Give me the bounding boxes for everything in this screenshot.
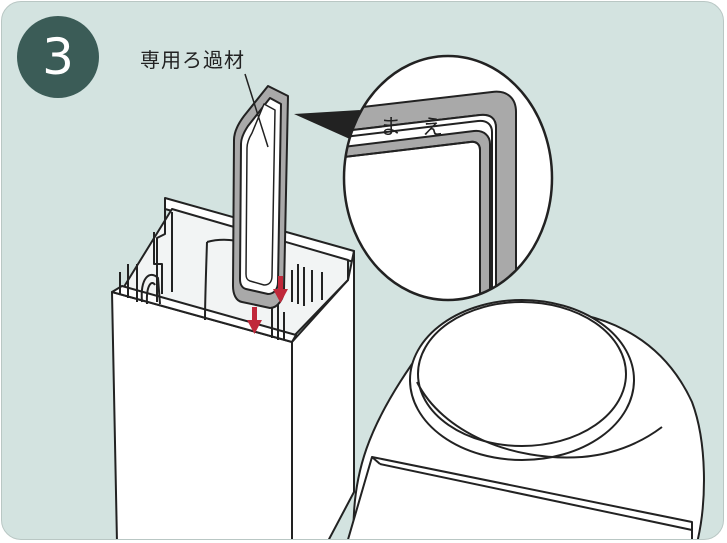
filter-callout-label: 専用ろ過材 <box>140 44 245 73</box>
zoom-marking-text: ま え <box>380 115 443 139</box>
filter-cartridge <box>233 86 288 308</box>
step-number-badge: 3 <box>17 16 99 98</box>
dome-housing <box>347 300 704 540</box>
